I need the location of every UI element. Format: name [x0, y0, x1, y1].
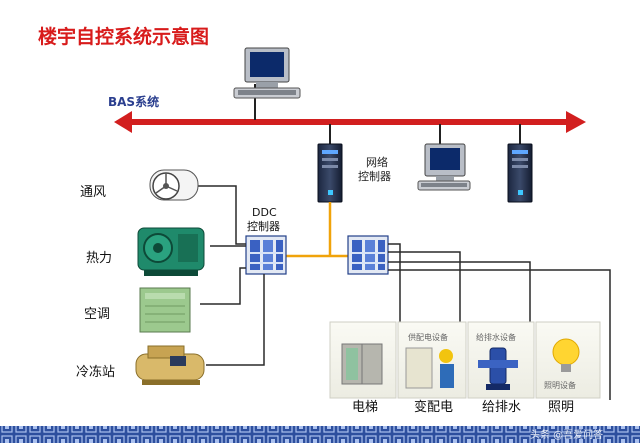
device-label-chiller: 冷冻站 [76, 364, 115, 380]
ventilation-fan-icon [149, 169, 199, 201]
device-label-water: 给排水 [482, 400, 521, 415]
footer-band [0, 426, 640, 443]
bas-bus-label: BAS系统 [108, 94, 159, 109]
bas-bus [114, 111, 586, 133]
device-label-ventilation: 通风 [80, 185, 106, 200]
bottom-device-wiring [388, 243, 611, 400]
controller-link [286, 202, 350, 258]
left-device-wiring [198, 185, 265, 366]
ddc-controller-2-icon [347, 235, 389, 275]
network-controller-label-line2: 控制器 [358, 169, 391, 183]
device-label-elevator: 电梯 [352, 400, 378, 415]
power-distribution-panel [397, 321, 467, 399]
device-label-power: 变配电 [414, 399, 453, 415]
water-supply-panel [467, 321, 535, 399]
panel-caption-water: 给排水设备 [476, 332, 516, 342]
ddc-label-line1: DDC [252, 206, 277, 219]
panel-caption-power: 供配电设备 [408, 332, 448, 342]
device-label-ac: 空调 [84, 307, 110, 322]
elevator-panel [329, 321, 397, 399]
ddc-label-line2: 控制器 [247, 219, 280, 233]
device-label-heating: 热力 [86, 251, 112, 266]
heating-unit-icon [137, 227, 205, 276]
watermark-text: 头条 @吾爱问答 [530, 428, 603, 441]
ddc-controller-1-icon [245, 235, 287, 275]
right-workstation-icon [417, 124, 471, 191]
chiller-station-icon [135, 345, 205, 385]
panel-caption-lighting: 照明设备 [544, 380, 576, 390]
device-label-lighting: 照明 [548, 400, 574, 415]
network-controller-label-line1: 网络 [366, 155, 388, 169]
air-conditioner-icon [139, 287, 191, 333]
page-title: 楼宇自控系统示意图 [38, 25, 209, 48]
lighting-panel [535, 321, 601, 399]
network-controller-icon [317, 124, 343, 203]
top-workstation-icon [233, 47, 301, 120]
server-tower-icon [507, 124, 533, 203]
